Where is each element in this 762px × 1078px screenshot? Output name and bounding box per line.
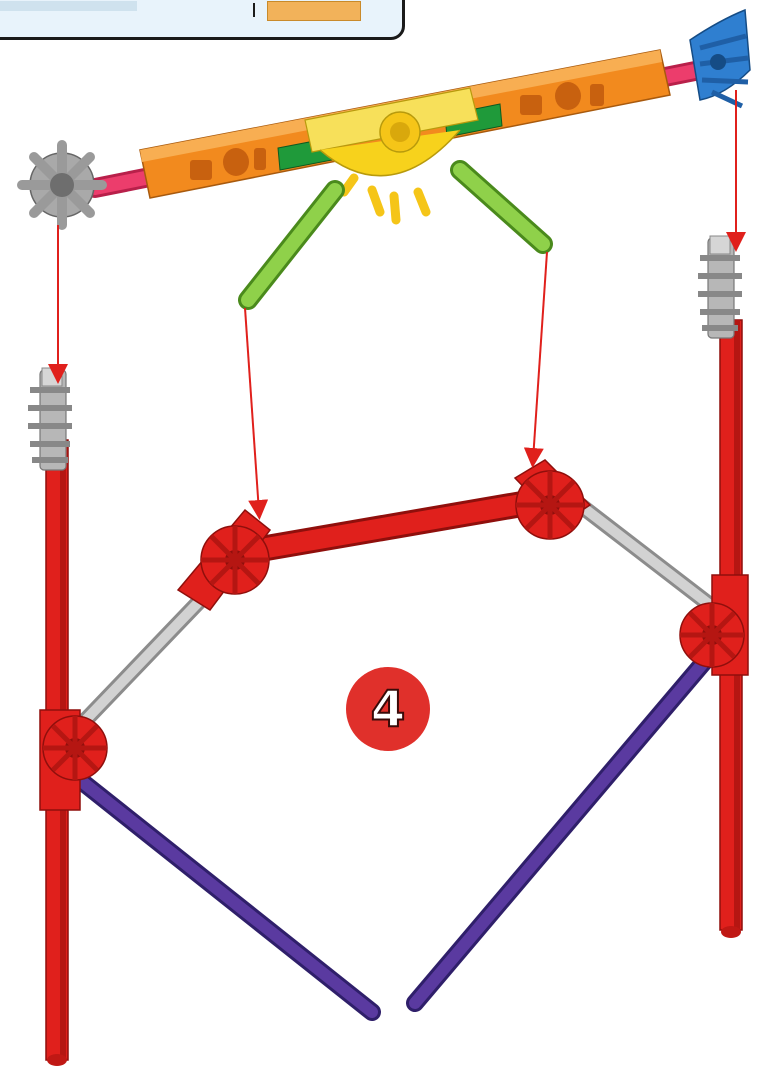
green-rod-left: [248, 190, 335, 300]
gray-connector-left-post: [28, 368, 72, 470]
step-number-badge: 4: [346, 667, 430, 751]
gray-hub-connector-left: [22, 145, 102, 225]
red-connector-mid-left: [178, 510, 270, 610]
arrow-mid-left: [245, 308, 259, 512]
blue-connector-right: [690, 10, 750, 106]
top-beam-assembly: [95, 50, 700, 300]
green-rod-right: [460, 170, 543, 244]
arrow-mid-right: [533, 252, 547, 460]
red-connector-mid-right: [515, 460, 590, 539]
step-number: 4: [371, 680, 406, 738]
